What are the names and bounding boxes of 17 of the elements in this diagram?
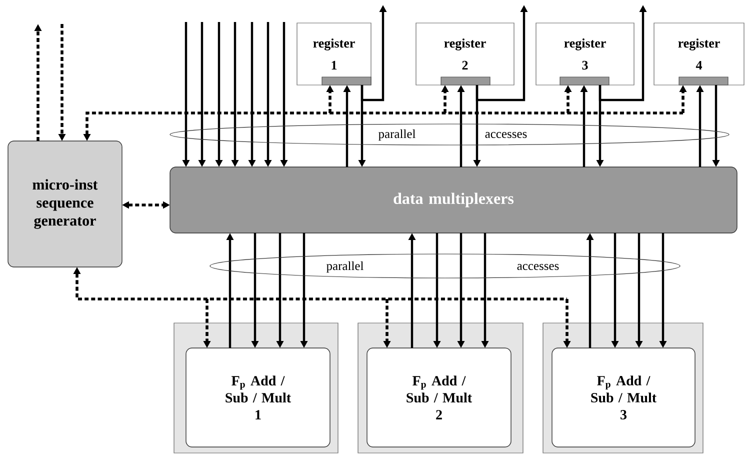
register-box: register 1 [296,22,372,86]
sequencer-box: micro-inst sequence generator [8,140,122,268]
register-box: register 3 [536,22,634,86]
arithmetic-unit-box: F$_{p}$ Add / Sub / Mult 3 [552,348,696,448]
bus-label: accesses [485,132,527,138]
arithmetic-unit-box: F$_{p}$ Add / Sub / Mult 2 [366,348,512,448]
bus-label: accesses [517,264,559,270]
bus-label: parallel [378,129,416,141]
register-box: register 4 [654,22,744,86]
port-bar [322,76,372,86]
register-box: register 2 [416,22,514,86]
bus-label: parallel [326,261,364,273]
port-bar [560,76,610,86]
port-bar [440,76,490,86]
multiplexer-box: data multiplexers [170,166,738,234]
arithmetic-unit-box: F$_{p}$ Add / Sub / Mult 1 [186,348,330,448]
port-bar [678,76,728,86]
